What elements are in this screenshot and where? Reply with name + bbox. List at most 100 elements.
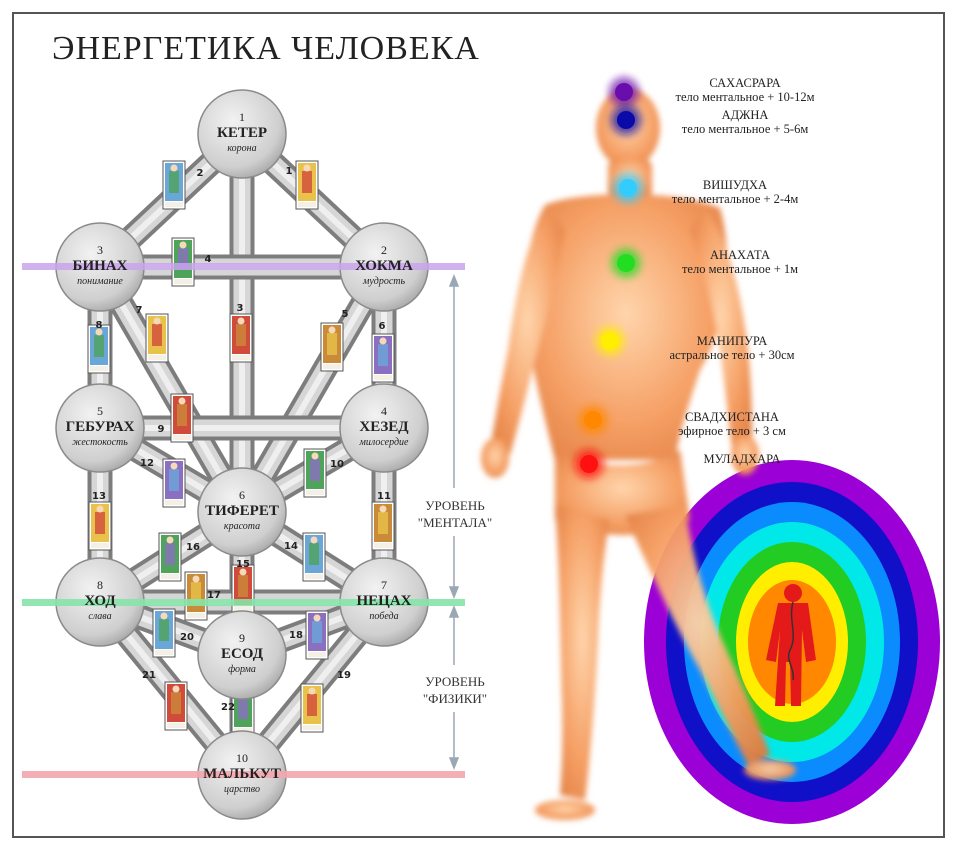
level-mental-line1: УРОВЕНЬ: [425, 498, 485, 513]
chakra-desc: тело ментальное + 2-4м: [671, 192, 799, 206]
path-number: 15: [236, 559, 250, 570]
sephira-name: ТИФЕРЕТ: [205, 503, 279, 519]
chakra-desc: тело ментальное + 10-12м: [675, 90, 815, 104]
tarot-card-18: [305, 610, 329, 660]
tarot-card-12: [162, 458, 186, 508]
level-physical-line2: "ФИЗИКИ": [422, 691, 488, 706]
path-number: 22: [221, 702, 235, 713]
path-number: 17: [207, 590, 221, 601]
sephira-meaning: царство: [224, 784, 260, 795]
level-line-bottom: [22, 771, 465, 778]
sephira-node: [55, 383, 145, 473]
tarot-card-14: [302, 532, 326, 582]
sephira-meaning: форма: [228, 664, 256, 675]
path-number: 16: [186, 542, 200, 553]
chakra-desc: тело ментальное + 1м: [681, 262, 799, 276]
sephira-number: 7: [381, 578, 387, 592]
chakra-name: САХАСРАРА: [709, 76, 781, 90]
path-number: 3: [237, 303, 244, 314]
path-number: 11: [377, 491, 391, 502]
tarot-card-1: [295, 160, 319, 210]
chakra-dot: [580, 455, 598, 473]
chakra-desc: эфирное тело + 3 см: [678, 424, 786, 438]
path-number: 9: [158, 424, 165, 435]
path-number: 20: [180, 632, 194, 643]
path-number: 6: [379, 321, 386, 332]
chakra-dot: [615, 83, 633, 101]
tarot-card-16: [158, 532, 182, 582]
tarot-card-4: [171, 237, 195, 287]
chakra-name: ВИШУДХА: [702, 178, 768, 192]
sephira-number: 6: [239, 488, 245, 502]
tarot-card-20: [152, 608, 176, 658]
path-number: 2: [197, 168, 204, 179]
tarot-card-3: [229, 313, 253, 363]
level-arrows: [448, 273, 460, 771]
tarot-card-19: [300, 683, 324, 733]
sephira-node: [197, 467, 287, 557]
sephira-name: ХОД: [84, 593, 116, 609]
level-physical-line1: УРОВЕНЬ: [425, 674, 485, 689]
chakra-dot: [601, 332, 619, 350]
path-number: 10: [330, 459, 344, 470]
chakra-desc: тело ментальное + 5-6м: [681, 122, 809, 136]
chakra-name: АДЖНА: [721, 108, 769, 122]
path-number: 21: [142, 670, 156, 681]
path-number: 18: [289, 630, 303, 641]
aura-figure: [766, 584, 816, 706]
chakra-name: МУЛАДХАРА: [703, 452, 781, 466]
sephira-meaning: слава: [88, 611, 112, 622]
sephira-name: ГЕБУРАХ: [65, 419, 135, 435]
tarot-cards: [87, 160, 395, 736]
level-label-physical: УРОВЕНЬ "ФИЗИКИ": [410, 673, 500, 707]
path-number: 14: [284, 541, 298, 552]
path-number: 13: [92, 491, 106, 502]
tarot-card-17: [184, 571, 208, 621]
sephira-number: 4: [381, 404, 387, 418]
sephira-number: 1: [239, 110, 245, 124]
path-number: 12: [140, 458, 154, 469]
path-number: 8: [96, 320, 103, 331]
sephira-meaning: милосердие: [359, 437, 409, 448]
chakra-name: АНАХАТА: [709, 248, 771, 262]
sephira-number: 2: [381, 243, 387, 257]
sephira-meaning: корона: [227, 143, 257, 154]
sephira-number: 3: [97, 243, 103, 257]
sephira-number: 10: [236, 751, 248, 765]
tarot-card-6: [371, 333, 395, 383]
tarot-card-2: [162, 160, 186, 210]
sephira-meaning: жестокость: [72, 437, 128, 448]
level-line-mental: [22, 263, 465, 270]
chakra-points: [574, 77, 643, 479]
sephira-name: ХЕЗЕД: [359, 419, 409, 435]
level-mental-line2: "МЕНТАЛА": [417, 515, 493, 530]
tarot-card-8: [87, 324, 111, 374]
level-label-mental: УРОВЕНЬ "МЕНТАЛА": [410, 497, 500, 531]
sephira-name: НЕЦАХ: [356, 593, 412, 609]
chakra-dot: [584, 411, 602, 429]
tarot-card-5: [320, 322, 344, 372]
tarot-card-21: [164, 681, 188, 731]
sephira-node: [197, 89, 287, 179]
sephira-meaning: понимание: [77, 276, 123, 287]
chakra-name: МАНИПУРА: [696, 334, 768, 348]
sephira-name: ХОКМА: [355, 258, 413, 274]
sephira-number: 5: [97, 404, 103, 418]
chakra-dot: [619, 179, 637, 197]
sephira-name: МАЛЬКУТ: [203, 766, 281, 782]
